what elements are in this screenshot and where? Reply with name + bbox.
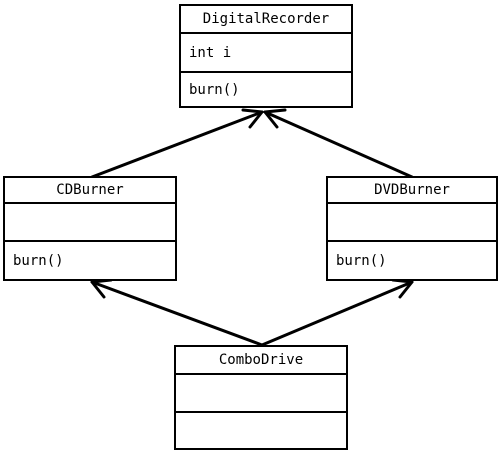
class-name: DigitalRecorder bbox=[202, 11, 330, 27]
class-name: CDBurner bbox=[56, 182, 124, 198]
method: burn() bbox=[189, 81, 240, 98]
class-name: DVDBurner bbox=[374, 182, 450, 198]
class-digital-recorder[interactable]: DigitalRecorder int i burn() bbox=[179, 4, 353, 108]
arrow-combodrive-to-cdburner bbox=[90, 280, 264, 347]
attribute: int i bbox=[189, 44, 232, 61]
arrowhead-cdburner-to-digitalrecorder bbox=[241, 108, 264, 129]
class-combo-drive[interactable]: ComboDrive bbox=[174, 345, 348, 450]
methods-compartment: burn() bbox=[5, 240, 175, 279]
methods-compartment: burn() bbox=[328, 240, 496, 279]
class-cd-burner[interactable]: CDBurner burn() bbox=[3, 176, 177, 281]
attributes-compartment bbox=[328, 202, 496, 240]
attributes-compartment: int i bbox=[181, 32, 351, 71]
method: burn() bbox=[336, 252, 387, 269]
arrow-dvdburner-to-digitalrecorder bbox=[263, 110, 414, 179]
arrow-combodrive-to-dvdburner bbox=[260, 280, 414, 347]
arrow-cdburner-to-digitalrecorder bbox=[90, 110, 264, 179]
class-name: ComboDrive bbox=[218, 352, 304, 368]
arrowhead-dvdburner-to-digitalrecorder bbox=[263, 108, 287, 129]
attributes-compartment bbox=[176, 373, 346, 411]
attributes-compartment bbox=[5, 202, 175, 240]
methods-compartment bbox=[176, 411, 346, 448]
method: burn() bbox=[13, 252, 64, 269]
methods-compartment: burn() bbox=[181, 71, 351, 106]
class-dvd-burner[interactable]: DVDBurner burn() bbox=[326, 176, 498, 281]
